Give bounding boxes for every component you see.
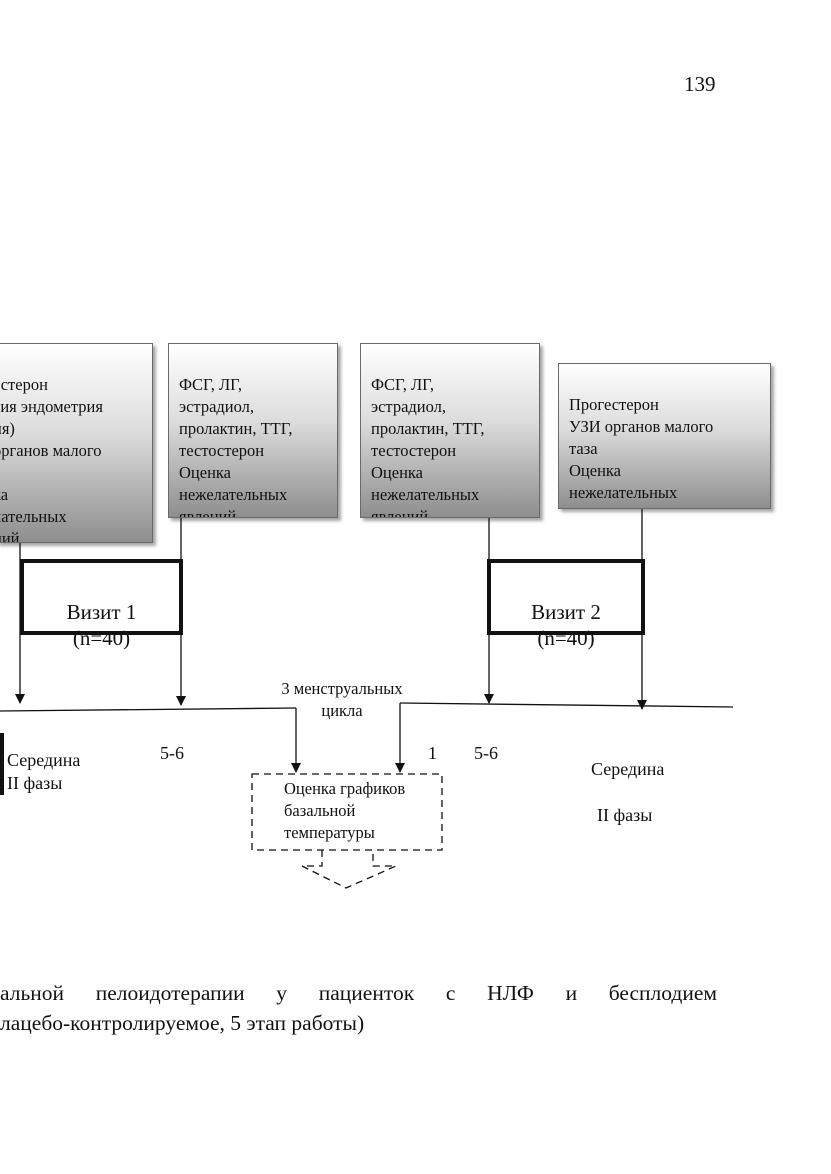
hormones-box-visit2: ФСГ, ЛГ, эстрадиол, пролактин, ТТГ, тест…	[360, 343, 540, 518]
timeline-right	[399, 702, 734, 708]
mid-phase-right-line1: Середина	[591, 759, 665, 779]
progesterone-box-visit2: Прогестерон УЗИ органов малого таза Оцен…	[558, 363, 771, 509]
visit-1-box: Визит 1 (n=40)	[20, 559, 183, 650]
left-edge-mark	[0, 733, 4, 795]
caption-line-1: альной пелоидотерапии у пациенток с НЛФ …	[0, 981, 717, 1005]
hormones-box-visit1: ФСГ, ЛГ, эстрадиол, пролактин, ТТГ, тест…	[168, 343, 338, 518]
visit-1-label: Визит 1 (n=40)	[66, 600, 137, 650]
page-number: 139	[684, 72, 716, 96]
progesterone-box-visit2-text: Прогестерон УЗИ органов малого таза Оцен…	[569, 395, 714, 508]
day-5-6-right-label: 5-6	[474, 743, 498, 763]
hormones-box-visit1-text: ФСГ, ЛГ, эстрадиол, пролактин, ТТГ, тест…	[179, 375, 293, 518]
mid-phase-left-label: Середина II фазы	[7, 750, 81, 793]
caption-line-2: лацебо-контролируемое, 5 этап работы)	[0, 1011, 365, 1035]
mid-phase-right-label: Середина II фазы	[591, 735, 664, 850]
day-5-6-left-label: 5-6	[160, 743, 184, 763]
hormones-box-visit2-text: ФСГ, ЛГ, эстрадиол, пролактин, ТТГ, тест…	[371, 375, 485, 518]
progesterone-box-partial: естерон сия эндометрия ня) органов малог…	[0, 343, 153, 543]
timeline-left	[0, 707, 297, 712]
day-1-label: 1	[428, 743, 437, 763]
assessment-text: Оценка графиков базальной температуры	[284, 779, 406, 842]
visit-2-label: Визит 2 (n=40)	[531, 600, 601, 650]
cycles-label: 3 менструальных цикла	[281, 679, 403, 720]
visit-2-box: Визит 2 (n=40)	[487, 559, 645, 650]
figure-caption: альной пелоидотерапии у пациенток с НЛФ …	[0, 978, 717, 1038]
mid-phase-right-line2: II фазы	[597, 805, 653, 825]
assessment-dashed-box	[251, 773, 443, 851]
progesterone-box-partial-text: естерон сия эндометрия ня) органов малог…	[0, 375, 103, 543]
dashed-down-arrow-icon	[301, 850, 397, 889]
